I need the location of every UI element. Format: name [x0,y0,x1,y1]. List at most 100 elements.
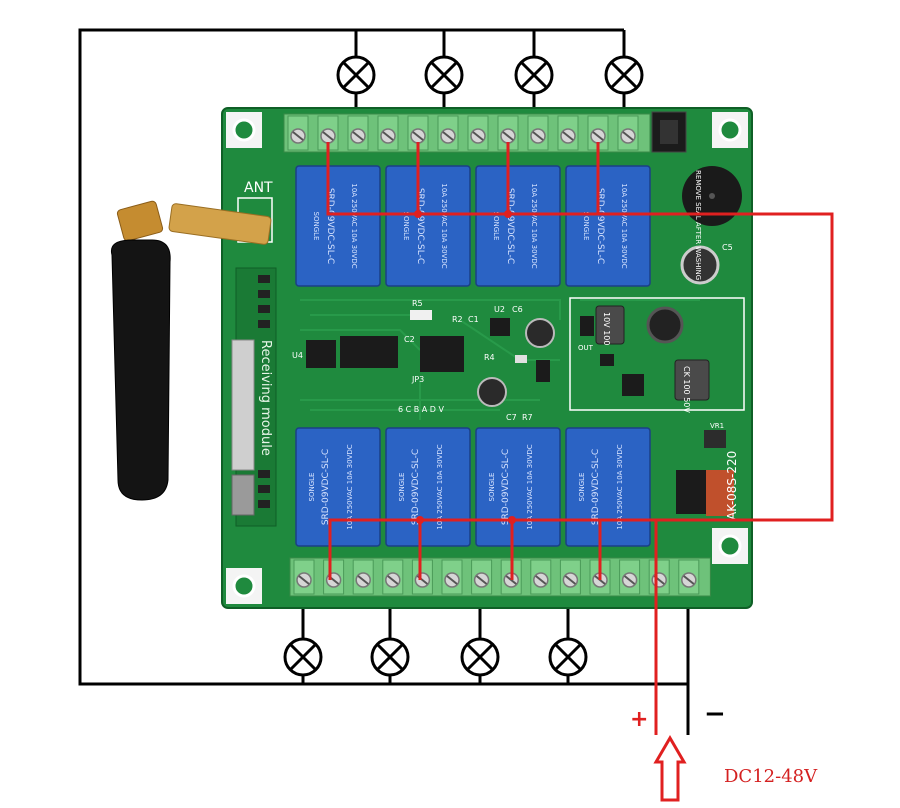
bottom-lamp-3-icon [460,637,500,677]
relay-rating-text: 10A 250VAC 10A 30VDC [620,183,628,268]
inductor [646,306,684,344]
top-lamp-3-icon [514,55,554,95]
bottom-terminal-7[interactable] [471,559,493,595]
red-wiring [326,142,834,735]
label-r7: R7 [522,413,533,422]
capacitor-10v [595,305,625,345]
receiving-module: Receiving module [231,267,277,527]
bottom-terminal-10[interactable] [559,559,581,595]
supply-arrow-icon [653,735,687,802]
ic-decoder [340,336,398,368]
relay-brand-text: SONGLE [308,473,316,502]
relay-rating-text: 10A 250VAC 10A 30VDC [440,183,448,268]
capacitor-c7 [477,377,507,407]
cap-text-2: CK 100 50V [682,366,691,413]
relay-brand-text: SONGLE [398,473,406,502]
top-terminal-9[interactable] [527,115,549,151]
top-terminal-8[interactable] [497,115,519,151]
label-c1: C1 [468,315,479,324]
top-lamp-4-icon [604,55,644,95]
bottom-terminal-9[interactable] [530,559,552,595]
label-u4: U4 [292,351,303,360]
bottom-lamp-1-icon [283,637,323,677]
top-terminal-block [283,113,651,153]
top-terminal-7[interactable] [467,115,489,151]
relay-rating-text: 10A 250VAC 10A 30VDC [346,444,354,529]
top-terminal-5[interactable] [407,115,429,151]
relay-model-text: SRD-09VDC-SL-C [591,449,601,525]
antenna [110,200,272,501]
relay-brand-text: SONGLE [312,212,320,241]
buzzer: REMOVE SEAL AFTER WASHING [682,166,742,280]
header-pins [258,275,270,508]
bottom-terminal-12[interactable] [619,559,641,595]
label-u2: U2 [494,305,505,314]
bottom-terminal-5[interactable] [411,559,433,595]
top-lamp-2-icon [424,55,464,95]
relay-rating-text: 10A 250VAC 10A 30VDC [616,444,624,529]
regulator-ic [622,374,644,396]
label-out: OUT [578,344,594,352]
top-terminal-3[interactable] [347,115,369,151]
label-jp3: JP3 [411,375,424,384]
sma-connector [168,203,272,245]
top-terminal-12[interactable] [617,115,639,151]
relay-brand-text: SONGLE [488,473,496,502]
bottom-terminal-4[interactable] [382,559,404,595]
top-relay-2: SRD-09VDC-SL-C 10A 250VAC 10A 30VDC SONGLE [385,165,471,287]
ac-dc-module: VR1 AK-08S-220 [676,422,739,520]
bottom-terminal-block [289,557,711,597]
top-terminal-4[interactable] [377,115,399,151]
capacitor-50v [674,359,710,401]
bottom-terminal-6[interactable] [441,559,463,595]
top-terminal-11[interactable] [587,115,609,151]
top-terminal-10[interactable] [557,115,579,151]
top-relays: SRD-09VDC-SL-C 10A 250VAC 10A 30VDC SONGLE… [295,165,651,287]
power-input: + − DC12-48V [630,699,818,802]
relay-model-text: SRD-09VDC-SL-C [415,188,425,264]
relay-brand-text: SONGLE [402,212,410,241]
mounting-holes [226,112,748,604]
bottom-lamp-4-icon [548,637,588,677]
power-module-label: AK-08S-220 [725,451,739,520]
bottom-lamp-2-icon [370,637,410,677]
top-terminal-6[interactable] [437,115,459,151]
ic-u2 [490,318,510,336]
relay-model-text: SRD-09VDC-SL-C [325,188,335,264]
bottom-terminal-13[interactable] [648,559,670,595]
capacitor-c5 [680,245,720,285]
top-lamp-1-icon [336,55,376,95]
ant-label: ANT [244,180,273,196]
buzzer-seal-label: REMOVE SEAL AFTER WASHING [694,170,702,280]
relay-brand-text: SONGLE [578,473,586,502]
label-c7: C7 [506,413,517,422]
control-ics: R5 R2 C1 C2 U2 C6 U4 R4 C7 R7 JP3 6 C B … [292,299,555,422]
bottom-terminal-14[interactable] [678,559,700,595]
bottom-terminal-1[interactable] [293,559,315,595]
bottom-terminal-2[interactable] [323,559,345,595]
relay-brand-text: SONGLE [582,212,590,241]
common-return-wire [78,28,688,686]
top-terminal-1[interactable] [287,115,309,151]
cap-text-1: 10V 100 [602,312,611,345]
bottom-relay-4: SRD-09VDC-SL-C 10A 250VAC 10A 30VDC SONGLE [565,427,651,547]
label-c2: C2 [404,335,415,344]
label-c5: C5 [722,243,733,252]
relay-rating-text: 10A 250VAC 10A 30VDC [436,444,444,529]
minus-label: − [704,699,726,729]
label-r4: R4 [484,353,495,362]
relay-model-text: SRD-09VDC-SL-C [501,449,511,525]
label-r2: R2 [452,315,463,324]
label-jp-pins: 6 C B A D V [398,405,445,414]
lamps [283,55,644,677]
antenna-whip [110,239,171,501]
receiver-chip [231,339,255,471]
bottom-terminal-3[interactable] [352,559,374,595]
relay-rating-text: 10A 250VAC 10A 30VDC [530,183,538,268]
